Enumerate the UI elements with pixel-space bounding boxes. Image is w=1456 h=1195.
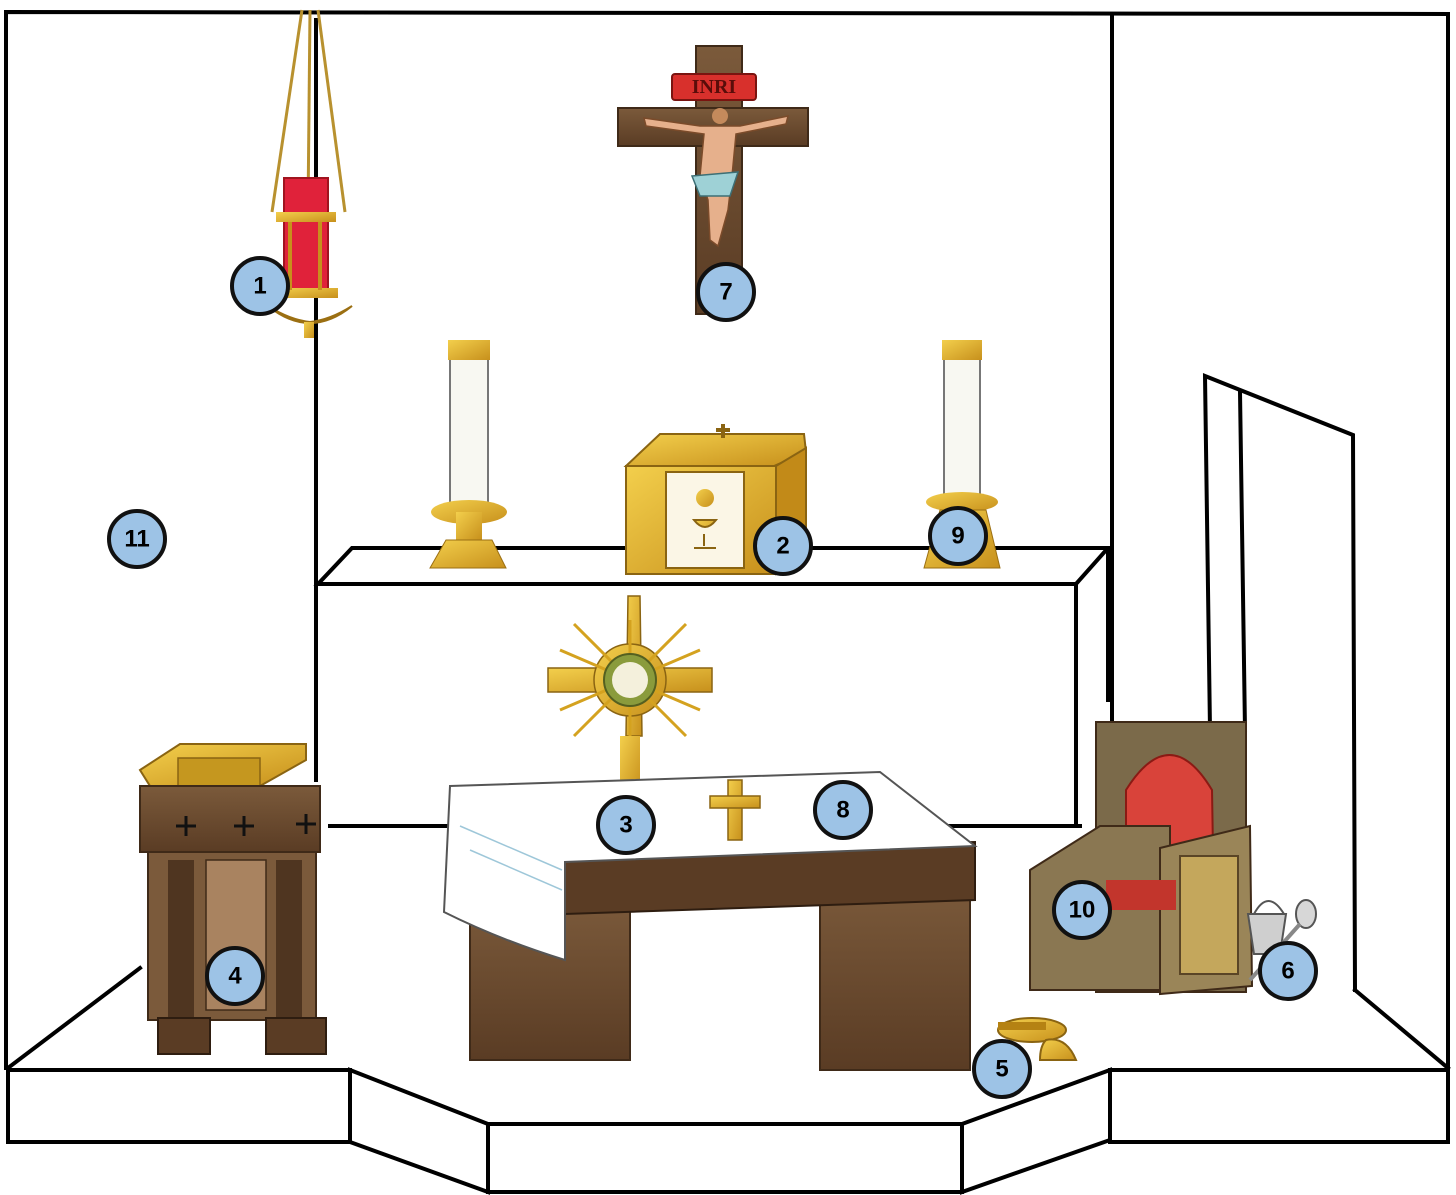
marker-8[interactable]: 8: [813, 780, 873, 840]
svg-text:5: 5: [995, 1056, 1008, 1083]
left-candle-illustration: [429, 340, 507, 569]
svg-text:8: 8: [836, 797, 849, 824]
presider-chair-illustration: [1029, 721, 1254, 996]
crucifix-inscription: INRI: [692, 76, 737, 98]
svg-text:6: 6: [1281, 958, 1294, 985]
tabernacle-illustration: [623, 424, 808, 576]
sanctuary-lamp-illustration: [267, 9, 353, 338]
marker-9[interactable]: 9: [928, 506, 988, 566]
svg-text:1: 1: [253, 273, 266, 300]
marker-3[interactable]: 3: [596, 795, 656, 855]
marker-7[interactable]: 7: [696, 262, 756, 322]
svg-text:10: 10: [1069, 897, 1096, 924]
altar-bells-illustration: [997, 1017, 1078, 1061]
marker-2[interactable]: 2: [753, 516, 813, 576]
svg-text:4: 4: [228, 963, 242, 990]
marker-4[interactable]: 4: [205, 946, 265, 1006]
svg-text:11: 11: [124, 526, 149, 553]
marker-6[interactable]: 6: [1258, 941, 1318, 1001]
monstrance-illustration: [547, 595, 713, 800]
svg-text:7: 7: [719, 279, 732, 306]
marker-11[interactable]: 11: [107, 509, 167, 569]
markers: 1 2 3 4 5 6 7 8 9 10 11: [107, 256, 1318, 1099]
svg-text:2: 2: [776, 533, 789, 560]
marker-5[interactable]: 5: [972, 1039, 1032, 1099]
marker-10[interactable]: 10: [1052, 880, 1112, 940]
svg-text:3: 3: [619, 812, 632, 839]
svg-text:9: 9: [951, 523, 964, 550]
marker-1[interactable]: 1: [230, 256, 290, 316]
sanctuary-steps: [6, 1067, 1450, 1195]
ambo-illustration: [138, 743, 327, 1055]
altar-illustration: [442, 770, 978, 1071]
